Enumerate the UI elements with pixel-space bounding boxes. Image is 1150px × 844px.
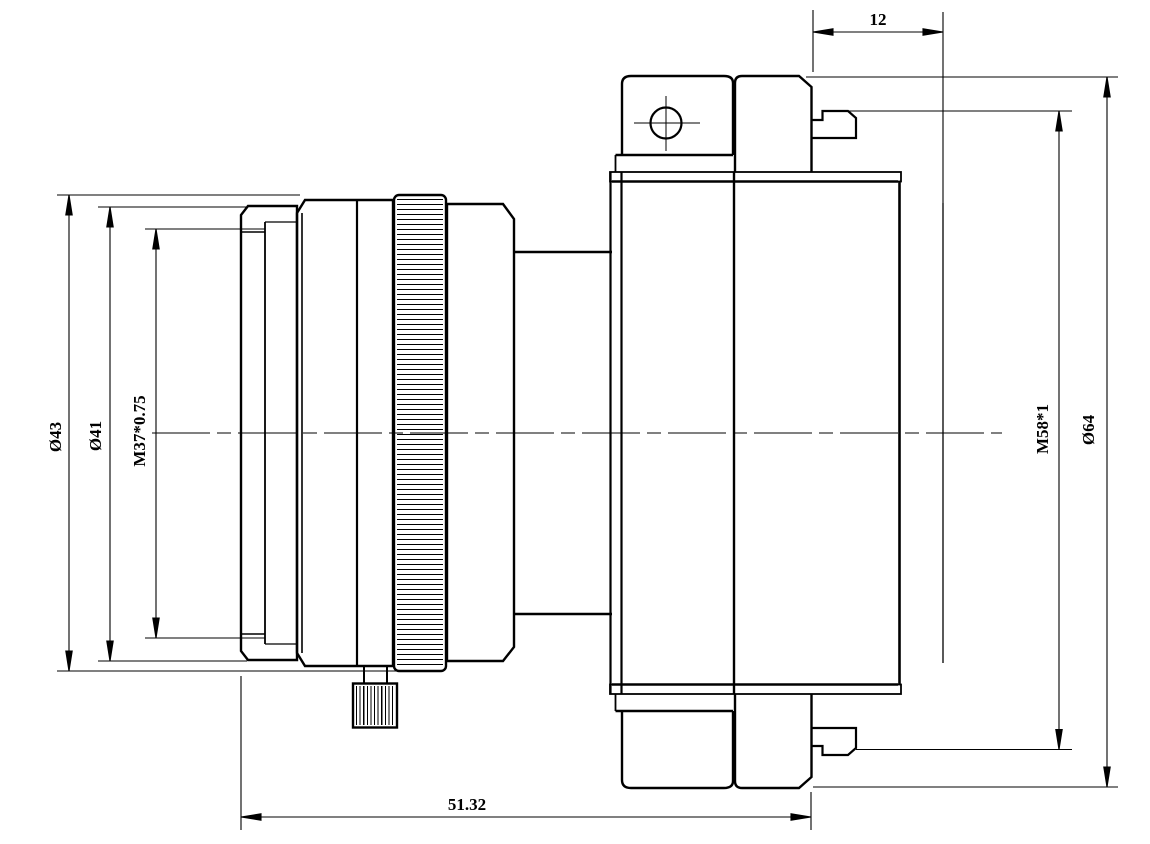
top-right-tab <box>733 74 813 172</box>
dim-51-32 <box>240 676 812 830</box>
bottom-bayonet-lug <box>811 726 858 757</box>
dim-m58 <box>849 110 1072 751</box>
label-thread-rear: M58*1 <box>1033 403 1052 455</box>
tab-screw-hole <box>634 96 700 151</box>
dim-dia41 <box>98 206 247 662</box>
top-left-tab <box>614 74 735 172</box>
bottom-left-tab <box>614 694 735 790</box>
label-dia64: Ø64 <box>1079 414 1098 446</box>
bottom-right-tab <box>733 694 813 790</box>
label-offset12: 12 <box>869 10 887 29</box>
label-thread-front: M37*0.75 <box>130 395 149 467</box>
label-dia41: Ø41 <box>86 420 105 452</box>
knurl-hatch-thumbscrew <box>356 686 394 725</box>
dim-m37 <box>145 228 265 639</box>
thumbscrew <box>351 667 399 729</box>
rear-ring <box>445 202 516 663</box>
label-length: 51.32 <box>447 795 487 814</box>
top-bayonet-lug <box>811 109 858 140</box>
label-dia43: Ø43 <box>46 421 65 453</box>
rear-barrel <box>514 250 612 616</box>
dim-dia64 <box>806 76 1118 788</box>
dim-dia43 <box>57 194 396 672</box>
dimension-lines <box>57 10 1118 830</box>
dim-12 <box>812 10 944 203</box>
